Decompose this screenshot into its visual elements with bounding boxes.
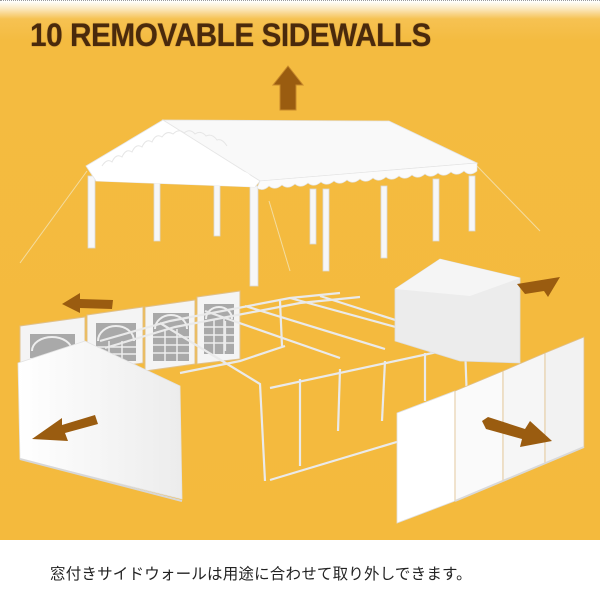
tent-exploded-illustration: [17, 65, 585, 524]
sidewall-panel: [144, 299, 196, 372]
arrow-up-icon: [271, 65, 305, 111]
arrow-left-lower-icon: [32, 415, 98, 441]
long-sidewall-right: [396, 336, 585, 524]
dotted-top-border: [0, 0, 600, 1]
caption-text: 窓付きサイドウォールは用途に合わせて取り外しできます。: [50, 565, 472, 583]
end-sidewall-right: [394, 258, 521, 364]
banner-title: 10 REMOVABLE SIDEWALLS: [30, 17, 431, 53]
caption-band: 窓付きサイドウォールは用途に合わせて取り外しできます。: [0, 540, 600, 600]
end-sidewall-left: [17, 340, 183, 502]
tent-canopy: [19, 119, 541, 287]
steel-frame: [99, 291, 469, 482]
sidewall-panel: [196, 290, 241, 365]
arrow-right-lower-icon: [482, 417, 552, 447]
arrow-right-upper-icon: [517, 277, 560, 297]
product-banner: 10 REMOVABLE SIDEWALLS: [0, 1, 600, 540]
arrow-left-upper-icon: [62, 293, 113, 313]
